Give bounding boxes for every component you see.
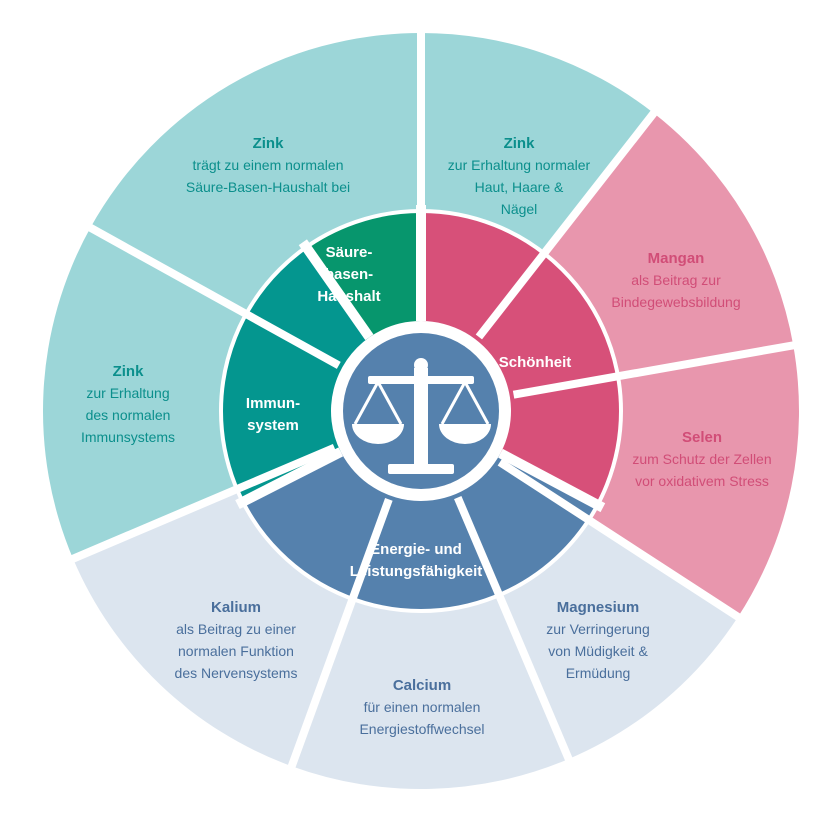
outer-title-kalium: Kalium [211, 599, 261, 616]
outer-desc-kalium: als Beitrag zu einer [176, 621, 296, 637]
inner-segment-saeure [306, 211, 421, 338]
segment-gaps [67, 29, 798, 772]
outer-segment-selen [588, 345, 799, 617]
inner-segment-immun [221, 247, 370, 502]
outer-segment-calcium [291, 595, 569, 789]
outer-desc-zink-saeure: trägt zu einem normalen [193, 157, 344, 173]
outer-segment-zink-saeure [90, 33, 422, 315]
outer-desc-zink-immun: zur Erhaltung [86, 385, 169, 401]
center-hub [335, 325, 507, 497]
outer-desc-calcium: Energiestoffwechsel [359, 721, 484, 737]
outer-desc-zink-haut: Haut, Haare & [475, 179, 564, 195]
outer-title-zink-saeure: Zink [253, 135, 284, 152]
outer-desc-zink-immun: Immunsystems [81, 429, 175, 445]
outer-divider [512, 340, 798, 399]
outer-title-zink-haut: Zink [504, 135, 535, 152]
inner-segment-schoenheit [421, 211, 621, 505]
outer-desc-zink-haut: Nägel [501, 201, 538, 217]
balance-scale-icon [352, 358, 491, 474]
outer-divider [454, 495, 574, 765]
inner-divider [235, 447, 344, 509]
outer-title-mangan: Mangan [648, 250, 705, 267]
inner-divider [498, 448, 606, 513]
outer-desc-magnesium: zur Verringerung [546, 621, 650, 637]
outer-divider [286, 497, 393, 772]
inner-label-immun: Immun- [246, 395, 300, 412]
inner-label-schoenheit: Schönheit [499, 354, 572, 371]
inner-label-immun: system [247, 417, 299, 434]
outer-divider [497, 458, 744, 623]
inner-ring [221, 211, 621, 611]
outer-segment-zink-immun [43, 227, 247, 559]
outer-desc-selen: vor oxidativem Stress [635, 473, 769, 489]
inner-label-saeure: Säure- [326, 244, 373, 261]
inner-label-energie: Energie- und [370, 541, 462, 558]
outer-title-calcium: Calcium [393, 677, 451, 694]
outer-divider [84, 222, 341, 369]
outer-desc-selen: zum Schutz der Zellen [632, 451, 771, 467]
outer-desc-mangan: als Beitrag zur [631, 272, 721, 288]
inner-label-energie: Leistungsfähigkeit [350, 563, 483, 580]
inner-divider [298, 239, 374, 341]
outer-title-zink-immun: Zink [113, 363, 144, 380]
outer-divider [475, 107, 660, 340]
outer-desc-magnesium: Ermüdung [566, 665, 631, 681]
outer-title-selen: Selen [682, 429, 722, 446]
outer-segment-kalium [73, 489, 353, 767]
outer-desc-kalium: normalen Funktion [178, 643, 294, 659]
outer-labels: Zink trägt zu einem normalenSäure-Basen-H… [81, 135, 772, 737]
outer-desc-kalium: des Nervensystems [175, 665, 298, 681]
outer-desc-zink-immun: des normalen [86, 407, 171, 423]
ring-separator [219, 209, 623, 613]
outer-desc-mangan: Bindegewebsbildung [611, 294, 740, 310]
outer-title-magnesium: Magnesium [557, 599, 640, 616]
outer-segment-zink-haut [421, 33, 654, 254]
inner-label-saeure: basen- [325, 266, 373, 283]
outer-desc-calcium: für einen normalen [364, 699, 481, 715]
outer-desc-zink-saeure: Säure-Basen-Haushalt bei [186, 179, 350, 195]
inner-segment-energie [242, 451, 598, 611]
inner-label-saeure: Haushalt [317, 288, 380, 305]
outer-divider [67, 444, 337, 564]
outer-desc-zink-haut: zur Erhaltung normaler [448, 157, 591, 173]
outer-desc-magnesium: von Müdigkeit & [548, 643, 648, 659]
